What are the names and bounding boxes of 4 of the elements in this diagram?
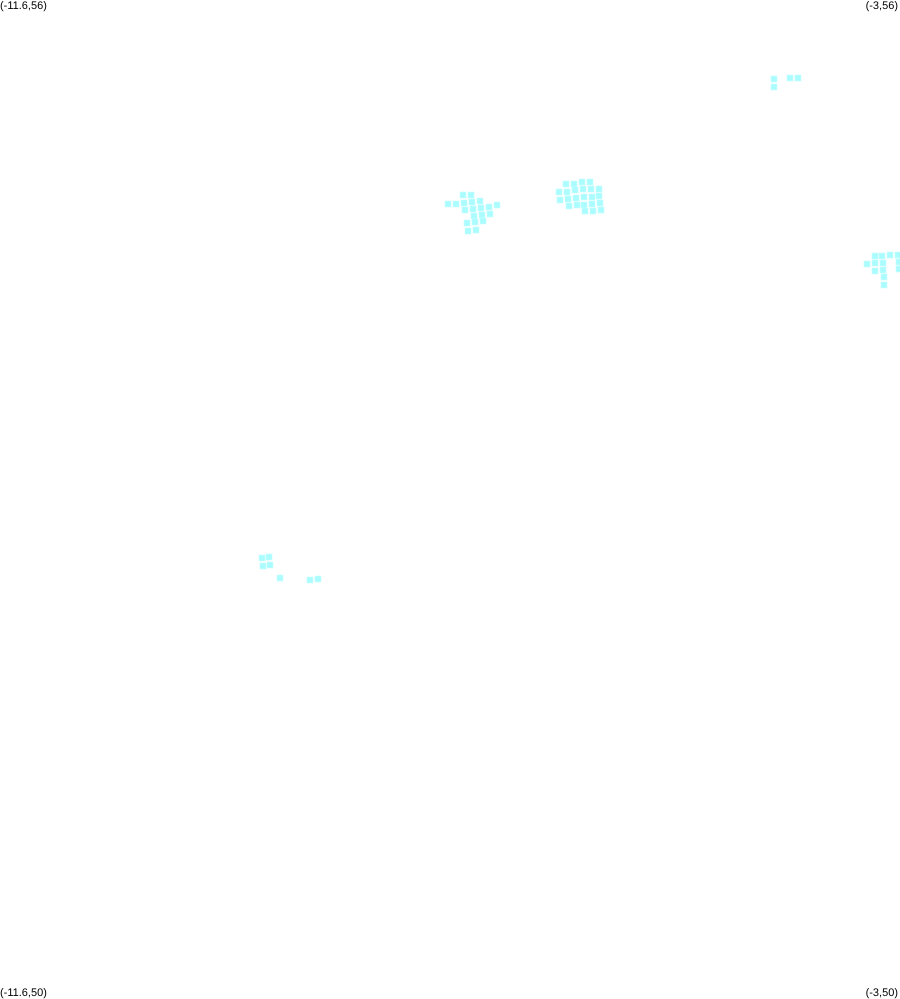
coordinate-label: (-3,56) [866, 0, 898, 12]
coordinate-label: (-3,50) [866, 987, 898, 999]
coordinate-label: (-11.6,56) [0, 0, 47, 12]
coordinate-label: (-11.6,50) [0, 987, 47, 999]
